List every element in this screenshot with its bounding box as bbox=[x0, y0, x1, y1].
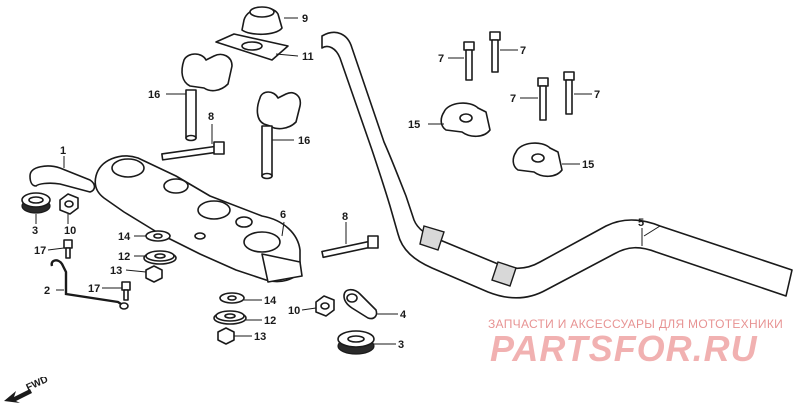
wire-stay bbox=[50, 259, 129, 310]
callout-7-c: 7 bbox=[510, 93, 516, 105]
callout-16-left: 16 bbox=[148, 89, 160, 101]
callout-7-d: 7 bbox=[594, 89, 600, 101]
callout-4: 4 bbox=[400, 309, 407, 321]
callout-6: 6 bbox=[280, 209, 286, 221]
rubber-grommet-left bbox=[21, 192, 51, 214]
leader-lines bbox=[35, 17, 661, 345]
forward-direction-arrow: FWD bbox=[4, 377, 50, 403]
handlebar bbox=[321, 31, 793, 299]
callout-12-right: 12 bbox=[264, 315, 276, 327]
bolt-7-a bbox=[463, 41, 475, 81]
callout-14-right: 14 bbox=[264, 295, 277, 307]
watermark-subtitle: ЗАПЧАСТИ И АКСЕССУАРЫ ДЛЯ МОТОТЕХНИКИ bbox=[488, 317, 784, 331]
fwd-label: FWD bbox=[25, 377, 50, 394]
callout-5: 5 bbox=[638, 217, 644, 229]
watermark-logo: PARTSFOR.RU bbox=[490, 328, 758, 369]
callout-7-a: 7 bbox=[438, 53, 444, 65]
small-bolt-upper bbox=[63, 239, 73, 259]
callout-8-upper: 8 bbox=[208, 111, 214, 123]
washer-group-right bbox=[213, 292, 247, 345]
top-bridge bbox=[94, 155, 303, 283]
callout-7-b: 7 bbox=[520, 45, 526, 57]
callout-16-right: 16 bbox=[298, 135, 310, 147]
callout-2: 2 bbox=[44, 285, 50, 297]
callout-15-upper: 15 bbox=[408, 119, 420, 131]
callout-3-left: 3 bbox=[32, 225, 38, 237]
callout-13-right: 13 bbox=[254, 331, 266, 343]
callout-11: 11 bbox=[302, 51, 314, 63]
rubber-cap bbox=[241, 6, 283, 36]
long-bolt-upper bbox=[161, 141, 225, 161]
callout-labels: 9 11 16 8 16 1 3 10 17 2 17 14 12 13 6 8… bbox=[32, 13, 644, 351]
callout-15-lower: 15 bbox=[582, 159, 594, 171]
long-bolt-lower bbox=[321, 235, 379, 259]
callout-10-right: 10 bbox=[288, 305, 300, 317]
nut-right bbox=[315, 295, 335, 317]
lower-handlebar-holder-left bbox=[181, 53, 233, 142]
callout-17-lower: 17 bbox=[88, 283, 100, 295]
upper-handlebar-holder-upper bbox=[440, 102, 491, 138]
small-bolt-lower bbox=[121, 281, 131, 301]
rubber-grommet-right bbox=[337, 330, 375, 355]
handlebar-knurl-right bbox=[491, 261, 517, 287]
callout-3-right: 3 bbox=[398, 339, 404, 351]
bolt-7-c bbox=[537, 77, 549, 121]
callout-12-left: 12 bbox=[118, 251, 130, 263]
callout-9: 9 bbox=[302, 13, 308, 25]
upper-handlebar-holder-lower bbox=[512, 142, 563, 178]
callout-8-lower: 8 bbox=[342, 211, 348, 223]
callout-14-left: 14 bbox=[118, 231, 131, 243]
cable-clamp-left bbox=[29, 165, 96, 193]
bolt-7-d bbox=[563, 71, 575, 115]
callout-17-upper: 17 bbox=[34, 245, 46, 257]
handlebar-plate bbox=[215, 33, 289, 61]
callout-1: 1 bbox=[60, 145, 66, 157]
bolt-7-b bbox=[489, 31, 501, 73]
nut-left bbox=[59, 193, 79, 215]
cable-clamp-right bbox=[343, 288, 378, 320]
lower-handlebar-holder-right bbox=[256, 91, 302, 180]
callout-13-left: 13 bbox=[110, 265, 122, 277]
arrow-icon bbox=[4, 389, 32, 403]
handlebar-knurl-left bbox=[419, 225, 445, 251]
washer-group-left bbox=[143, 230, 177, 283]
callout-10-left: 10 bbox=[64, 225, 76, 237]
